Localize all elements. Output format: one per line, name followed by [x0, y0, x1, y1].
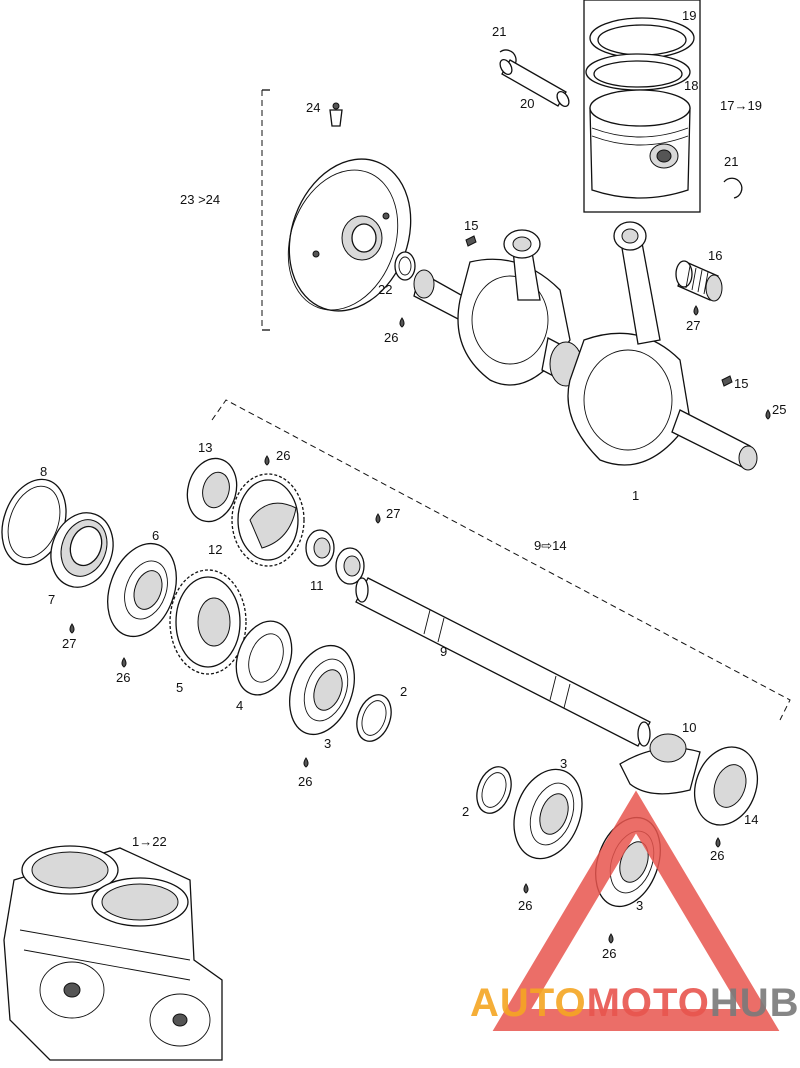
label-3-lower: 3 [636, 898, 643, 913]
label-14: 14 [744, 812, 758, 827]
label-7: 7 [48, 592, 55, 607]
oil-drop-icon [264, 455, 270, 466]
label-1: 1 [632, 488, 639, 503]
label-6: 6 [152, 528, 159, 543]
ring-2-left [356, 694, 392, 742]
label-5: 5 [176, 680, 183, 695]
label-22: 22 [378, 282, 392, 297]
gear-12 [231, 473, 305, 567]
oil-seal-7 [50, 512, 114, 588]
watermark-part-auto: AUTO [470, 981, 587, 1025]
label-26-bearing6: 26 [116, 670, 130, 685]
oil-drop-icon [523, 883, 529, 894]
label-26-bearing3-mid: 26 [518, 898, 532, 913]
label-9-14: 9⇨14 [534, 538, 567, 553]
label-21-right: 21 [724, 154, 738, 169]
bearing-6 [107, 542, 177, 638]
oil-drop-icon [303, 757, 309, 768]
engine-block [3, 845, 223, 1061]
bearing-3-middle [513, 768, 583, 860]
oil-drop-icon [121, 657, 127, 668]
oil-drop-icon [693, 305, 699, 316]
label-17-19: 17→19 [720, 98, 762, 113]
watermark-text: AUTOMOTOHUB [470, 981, 800, 1025]
label-26-crank: 26 [384, 330, 398, 345]
label-23-24: 23 >24 [180, 192, 220, 207]
washer-4 [235, 620, 293, 696]
oil-drop-icon [69, 623, 75, 634]
balance-shaft-group [211, 399, 791, 721]
gear-5 [169, 569, 247, 675]
label-20: 20 [520, 96, 534, 111]
bearing-14 [694, 746, 758, 826]
label-12: 12 [208, 542, 222, 557]
watermark-logo [492, 790, 780, 1031]
washer-22 [394, 251, 416, 281]
label-3-left: 3 [324, 736, 331, 751]
oil-drop-icon [715, 837, 721, 848]
label-16: 16 [708, 248, 722, 263]
piston-assembly [583, 0, 701, 213]
label-15-top: 15 [464, 218, 478, 233]
label-4: 4 [236, 698, 243, 713]
seal-8 [1, 478, 67, 566]
label-27-top: 27 [686, 318, 700, 333]
piston-pin-20 [499, 58, 570, 108]
label-10: 10 [682, 720, 696, 735]
label-15-right: 15 [734, 376, 748, 391]
label-21-top: 21 [492, 24, 506, 39]
label-8: 8 [40, 464, 47, 479]
label-26-bearing3: 26 [298, 774, 312, 789]
label-11: 11 [310, 578, 324, 593]
watermark-part-hub: HUB [710, 981, 800, 1025]
label-9: 9 [440, 644, 447, 659]
oil-drop-icon [375, 513, 381, 524]
label-25: 25 [772, 402, 786, 417]
oil-drop-icon [399, 317, 405, 328]
label-19: 19 [682, 8, 696, 23]
oil-drop-icons [69, 305, 771, 944]
oil-drop-icon [765, 409, 771, 420]
label-27-left: 27 [62, 636, 76, 651]
ring-2-right [476, 766, 512, 814]
crankshaft [413, 221, 758, 471]
label-2-right: 2 [462, 804, 469, 819]
label-2-left: 2 [400, 684, 407, 699]
bearing-3-left [289, 644, 355, 736]
label-26-bearing14: 26 [710, 848, 724, 863]
balance-shaft-9 [355, 577, 651, 747]
watermark-part-moto: MOTO [587, 981, 710, 1025]
label-24: 24 [306, 100, 320, 115]
needle-bearing-16 [675, 260, 723, 302]
label-13: 13 [198, 440, 212, 455]
counterweight-10 [619, 733, 701, 795]
bearing-13 [186, 457, 238, 523]
label-3-mid: 3 [560, 756, 567, 771]
label-26-gear: 26 [276, 448, 290, 463]
part-labels: 21 19 18 20 17→19 24 21 23 >24 15 16 22 … [40, 8, 786, 961]
bearing-11 [305, 529, 365, 585]
svg-text:AUTOMOTOHUB: AUTOMOTOHUB [470, 981, 800, 1025]
flywheel-group [261, 89, 412, 331]
circlip-21-right [723, 177, 743, 199]
label-1-22: 1→22 [132, 834, 167, 849]
oil-drop-icon [608, 933, 614, 944]
label-27-mid: 27 [386, 506, 400, 521]
label-26-bearing3-lower: 26 [602, 946, 616, 961]
label-18: 18 [684, 78, 698, 93]
